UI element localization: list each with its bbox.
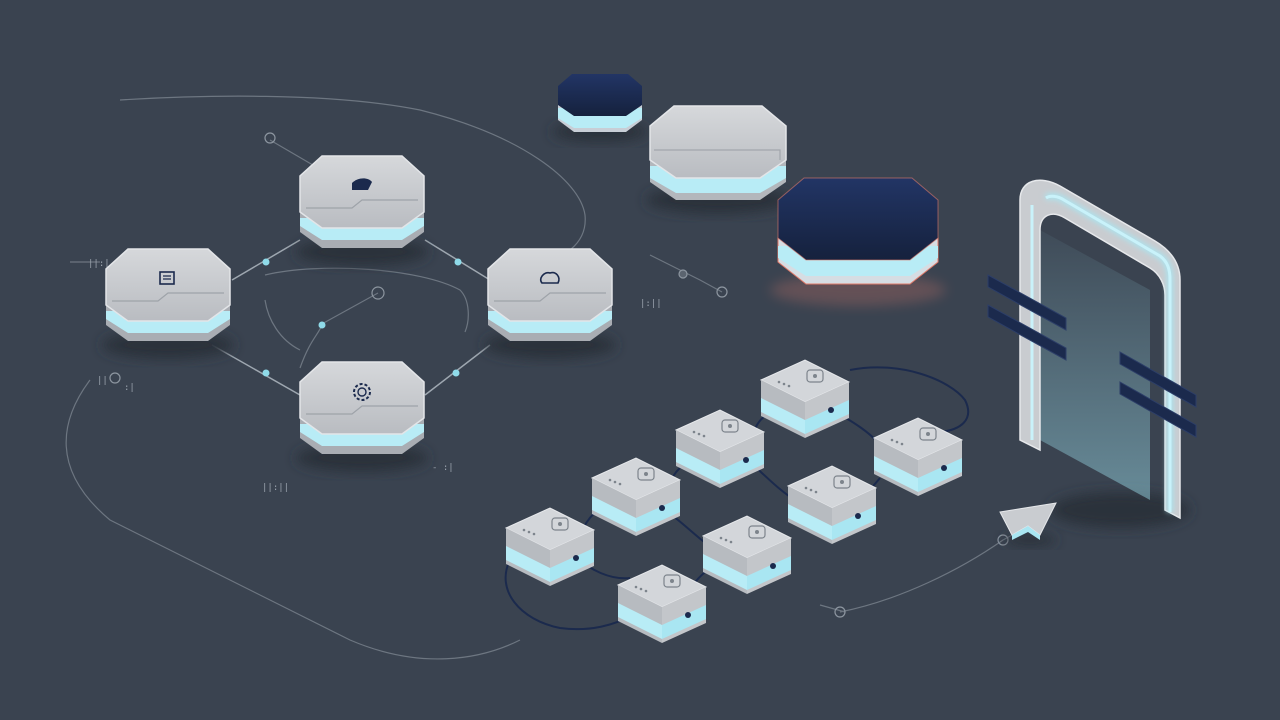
navy-platform-large	[770, 177, 946, 306]
device-module	[616, 564, 708, 643]
svg-text:||:|: ||:|	[88, 259, 110, 269]
lock-icon	[637, 467, 655, 481]
device-module	[701, 515, 793, 594]
lock-icon	[806, 369, 824, 383]
svg-text:- :|: - :|	[432, 463, 454, 473]
device-module	[759, 359, 851, 438]
lock-icon	[919, 427, 937, 441]
stacked-platforms	[552, 74, 946, 306]
hub-node-top	[296, 155, 428, 266]
lock-icon	[833, 475, 851, 489]
gateway-bars	[987, 274, 1197, 438]
svg-text:||: ||	[97, 376, 108, 386]
device-module	[872, 417, 964, 496]
module-cables	[504, 366, 970, 631]
device-modules	[504, 359, 964, 643]
hub-nodes	[102, 155, 616, 472]
svg-text::|: :|	[124, 383, 135, 393]
cursor-arrow-icon	[999, 502, 1057, 546]
lock-icon	[663, 574, 681, 588]
device-module	[674, 409, 766, 488]
shield-icon	[352, 178, 372, 190]
device-module	[786, 465, 878, 544]
glowing-gateway-frame	[987, 179, 1197, 528]
hub-node-bottom	[296, 361, 428, 472]
micro-labels: ||:| |:|| || :| ||:|| - :|	[88, 259, 662, 493]
navy-platform-small	[552, 74, 648, 142]
guide-nodes	[109, 132, 1009, 618]
lock-icon	[551, 517, 569, 531]
silver-platform	[646, 105, 790, 214]
svg-text:||:||: ||:||	[262, 483, 289, 493]
guide-lines	[65, 95, 1041, 660]
document-icon	[159, 271, 175, 285]
device-module	[590, 457, 682, 536]
svg-text:|:||: |:||	[640, 299, 662, 309]
gear-icon	[353, 383, 371, 401]
device-module	[504, 507, 596, 586]
hub-node-right	[484, 248, 616, 359]
hub-link-dots	[262, 258, 462, 377]
lock-icon	[721, 419, 739, 433]
lock-icon	[748, 525, 766, 539]
cloud-icon	[539, 271, 560, 284]
hub-node-left	[102, 248, 234, 359]
